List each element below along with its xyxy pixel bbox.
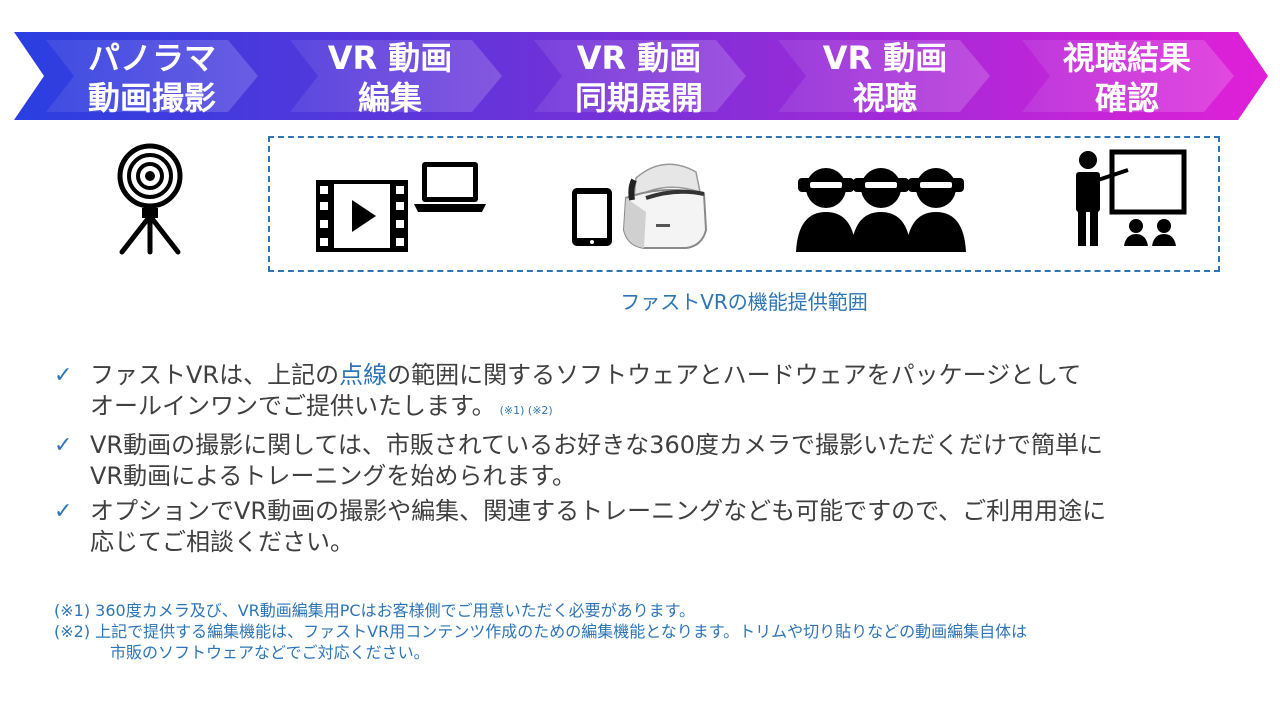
chevron-2 (290, 40, 502, 112)
bullet-3-line1: オプションでVR動画の撮影や編集、関連するトレーニングなども可能ですので、ご利用… (90, 497, 1107, 525)
video-film-icon (316, 180, 408, 252)
tablet-icon (572, 188, 612, 246)
scope-box (268, 136, 1220, 272)
scope-caption: ファストVRの機能提供範囲 (620, 290, 868, 314)
step-2-line2: 編集 (357, 79, 422, 117)
check-icon: ✓ (54, 499, 73, 524)
bullet-list: ✓ ファストVRは、上記の点線の範囲に関するソフトウェアとハードウェアをパッケー… (54, 360, 1254, 562)
bullet-item-2: ✓ VR動画の撮影に関しては、市販されているお好きな360度カメラで撮影いただく… (54, 430, 1254, 492)
360-camera-icon (117, 143, 183, 255)
step-5-line2: 確認 (1094, 79, 1159, 117)
step-5-line1: 視聴結果 (1062, 39, 1191, 77)
step-2-line1: VR 動画 (327, 39, 453, 77)
footnotes: (※1) 360度カメラ及び、VR動画編集用PCはお客様側でご用意いただく必要が… (54, 600, 1254, 663)
bullet-item-3: ✓ オプションでVR動画の撮影や編集、関連するトレーニングなども可能ですので、ご… (54, 496, 1254, 558)
step-2-label: VR 動画 編集 (275, 36, 505, 120)
step-3-label: VR 動画 同期展開 (524, 36, 754, 120)
bullet-1-highlight: 点線 (339, 361, 388, 389)
presentation-icon (1076, 149, 1187, 246)
bullet-3-line2: 応じてご相談ください。 (90, 528, 354, 556)
chevron-1 (46, 40, 258, 112)
check-icon: ✓ (54, 433, 73, 458)
process-banner (14, 32, 1268, 120)
bullet-2-line1: VR動画の撮影に関しては、市販されているお好きな360度カメラで撮影いただくだけ… (90, 431, 1103, 459)
bullet-1-line2: オールインワンでご提供いたします。(※1) (※2) (90, 391, 1254, 426)
step-1-line2: 動画撮影 (87, 79, 216, 117)
bullet-1-text-b: の範囲に関するソフトウェアとハードウェアをパッケージとして (387, 361, 1082, 389)
step-1-label: パノラマ 動画撮影 (37, 36, 267, 120)
step-1-line1: パノラマ (87, 39, 216, 77)
footnote-2-continued: 市販のソフトウェアなどでご対応ください。 (110, 643, 430, 662)
step-3-line2: 同期展開 (574, 79, 703, 117)
footnote-1: (※1) 360度カメラ及び、VR動画編集用PCはお客様側でご用意いただく必要が… (54, 601, 695, 620)
bullet-1-line1: ファストVRは、上記の点線の範囲に関するソフトウェアとハードウェアをパッケージと… (90, 360, 1254, 391)
vr-headset-icon (622, 163, 708, 249)
check-icon: ✓ (54, 363, 73, 388)
step-4-line1: VR 動画 (822, 39, 948, 77)
step-4-label: VR 動画 視聴 (770, 36, 1000, 120)
step-5-label: 視聴結果 確認 (1012, 36, 1242, 120)
laptop-icon (414, 162, 486, 212)
chevron-5 (1022, 40, 1234, 112)
chevron-3 (534, 40, 746, 112)
bullet-1-note-refs: (※1) (※2) (499, 404, 553, 417)
bullet-item-1: ✓ ファストVRは、上記の点線の範囲に関するソフトウェアとハードウェアをパッケー… (54, 360, 1254, 426)
chevron-4 (778, 40, 990, 112)
vr-users-icon (796, 168, 966, 252)
footnote-2: (※2) 上記で提供する編集機能は、ファストVR用コンテンツ作成のための編集機能… (54, 622, 1028, 641)
step-4-line2: 視聴 (852, 79, 917, 117)
bullet-2-line2: VR動画によるトレーニングを始められます。 (90, 462, 576, 490)
bullet-1-text-c: オールインワンでご提供いたします。 (90, 392, 496, 420)
step-3-line1: VR 動画 (576, 39, 702, 77)
bullet-1-text-a: ファストVRは、上記の (90, 361, 340, 389)
